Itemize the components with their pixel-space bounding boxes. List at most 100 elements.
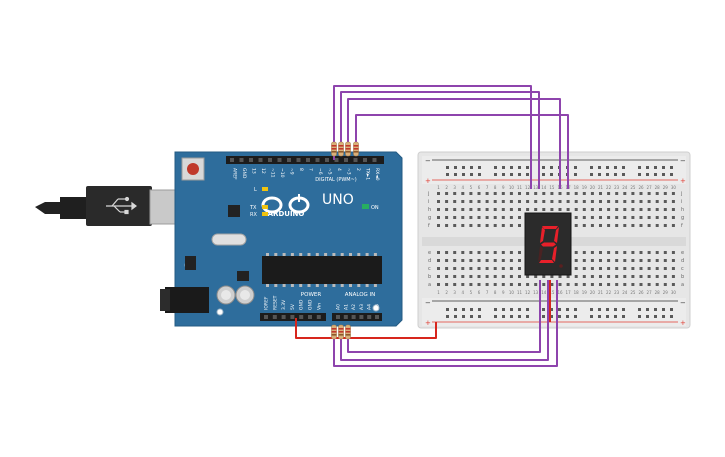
breadboard-hole — [469, 216, 473, 219]
resistor-band — [345, 328, 351, 330]
resistors-top[interactable] — [331, 141, 359, 157]
wire-purple-3[interactable] — [347, 98, 561, 189]
wire-purple-6[interactable] — [340, 280, 549, 361]
wire-purple-5[interactable] — [333, 280, 558, 367]
digital-header[interactable] — [226, 156, 384, 164]
wire-purple-7[interactable] — [347, 280, 541, 353]
resistor-band — [353, 151, 359, 153]
resistors-bottom[interactable] — [331, 324, 351, 340]
breadboard-hole — [485, 200, 489, 203]
analog-pin[interactable] — [343, 315, 348, 319]
power-pin[interactable] — [316, 315, 321, 319]
digital-pin[interactable] — [239, 158, 244, 162]
digital-pin[interactable] — [306, 158, 310, 162]
column-number: 8 — [494, 290, 497, 295]
row-label: a — [681, 282, 684, 288]
power-pin-label: GND — [308, 299, 314, 310]
analog-pin[interactable] — [359, 315, 364, 319]
row-label: b — [681, 274, 684, 280]
analog-pin[interactable] — [351, 315, 356, 319]
breadboard-hole — [623, 251, 627, 254]
breadboard-hole — [647, 192, 651, 195]
breadboard-hole — [655, 192, 659, 195]
breadboard-hole — [542, 283, 546, 286]
resistor[interactable] — [338, 324, 344, 340]
digital-pin[interactable] — [325, 158, 329, 162]
wire-purple-1[interactable] — [333, 85, 532, 189]
column-number: 16 — [557, 290, 563, 295]
breadboard-hole — [574, 267, 578, 270]
mcu-pin — [274, 253, 278, 256]
resistor[interactable] — [345, 141, 351, 157]
power-pin[interactable] — [299, 315, 304, 319]
wire-purple-4[interactable] — [355, 114, 569, 189]
power-pin[interactable] — [308, 315, 312, 319]
column-number: 7 — [486, 290, 489, 295]
segment-f — [540, 227, 545, 243]
digital-pin[interactable] — [344, 158, 348, 162]
column-number: 8 — [494, 185, 497, 190]
rail-hole — [470, 308, 473, 311]
digital-pin[interactable] — [315, 158, 320, 162]
power-pin[interactable] — [281, 315, 286, 319]
digital-pin[interactable] — [353, 158, 358, 162]
wire-red-5v[interactable] — [295, 318, 437, 339]
resistor[interactable] — [331, 141, 337, 157]
reset-button-cap[interactable] — [187, 163, 199, 175]
power-jack-barrel — [160, 289, 170, 311]
seven-segment-display[interactable]: 9 — [524, 212, 572, 276]
resistor-band — [338, 328, 344, 330]
breadboard-hole — [607, 259, 611, 262]
power-pin[interactable] — [290, 315, 295, 319]
breadboard-hole — [663, 267, 667, 270]
digital-pin[interactable] — [287, 158, 291, 162]
resistor[interactable] — [338, 141, 344, 157]
digital-pin[interactable] — [230, 158, 234, 162]
breadboard-hole — [599, 224, 602, 227]
wires[interactable] — [295, 85, 569, 367]
digital-pin[interactable] — [296, 158, 301, 162]
analog-pin[interactable] — [367, 315, 372, 319]
digital-pin[interactable] — [249, 158, 253, 162]
column-number: 1 — [437, 290, 440, 295]
breadboard-hole — [663, 259, 667, 262]
breadboard-hole — [461, 267, 465, 270]
resistor[interactable] — [345, 324, 351, 340]
breadboard-hole — [509, 216, 513, 219]
rail-hole — [502, 166, 505, 169]
digital-pin[interactable] — [277, 158, 282, 162]
analog-pin[interactable] — [375, 315, 379, 319]
analog-header[interactable] — [332, 313, 382, 321]
breadboard-hole — [477, 192, 481, 195]
rail-hole — [622, 315, 625, 318]
digital-pin[interactable] — [372, 158, 377, 162]
power-pin[interactable] — [272, 315, 277, 319]
digital-pin[interactable] — [363, 158, 367, 162]
resistor[interactable] — [331, 324, 337, 340]
breadboard-hole — [647, 267, 651, 270]
breadboard-hole — [671, 283, 675, 286]
breadboard-hole — [599, 259, 602, 262]
analog-pin[interactable] — [336, 315, 340, 319]
breadboard-hole — [477, 200, 481, 203]
rail-hole — [494, 315, 497, 318]
digital-pin[interactable] — [268, 158, 272, 162]
wire-purple-2[interactable] — [340, 91, 540, 189]
digital-pin[interactable] — [258, 158, 263, 162]
breadboard-hole — [558, 283, 562, 286]
digital-pin[interactable] — [334, 158, 339, 162]
power-pin[interactable] — [264, 315, 268, 319]
breadboard-hole — [437, 251, 440, 254]
resistor[interactable] — [353, 141, 359, 157]
breadboard-hole — [599, 200, 602, 203]
breadboard-hole — [607, 216, 611, 219]
analog-pin-holes — [336, 315, 379, 319]
mcu-pin — [357, 253, 361, 256]
resistor-band — [338, 331, 344, 333]
breadboard-hole — [647, 259, 651, 262]
breadboard-hole — [453, 283, 457, 286]
